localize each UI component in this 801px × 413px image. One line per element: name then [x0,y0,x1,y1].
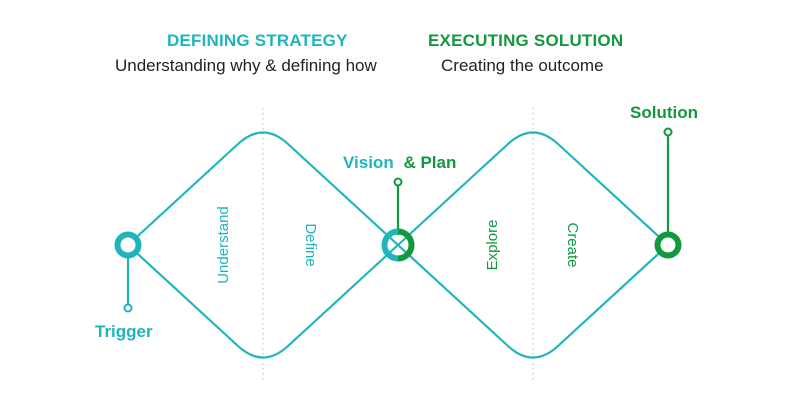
phase-label-create: Create [564,222,581,267]
trigger-pin [123,303,133,313]
solution-node [654,231,682,259]
plan-label-word: & Plan [403,153,456,172]
vision-node-left-half [381,228,399,262]
vision-node-right-half [397,228,415,262]
vision-label: Vision & Plan [343,153,456,172]
solution-label: Solution [630,103,698,122]
defining-strategy-subtitle: Understanding why & defining how [115,56,377,75]
vision-pin [393,177,403,187]
phase-label-explore: Explore [484,220,501,271]
vision-label-word: Vision [343,153,394,172]
executing-solution-subtitle: Creating the outcome [441,56,604,75]
phase-label-define: Define [302,223,319,266]
solution-pin [663,127,673,137]
phase-label-understand: Understand [215,206,232,284]
trigger-label: Trigger [95,322,153,341]
defining-strategy-title: DEFINING STRATEGY [167,31,348,50]
executing-solution-title: EXECUTING SOLUTION [428,31,624,50]
trigger-node [114,231,142,259]
